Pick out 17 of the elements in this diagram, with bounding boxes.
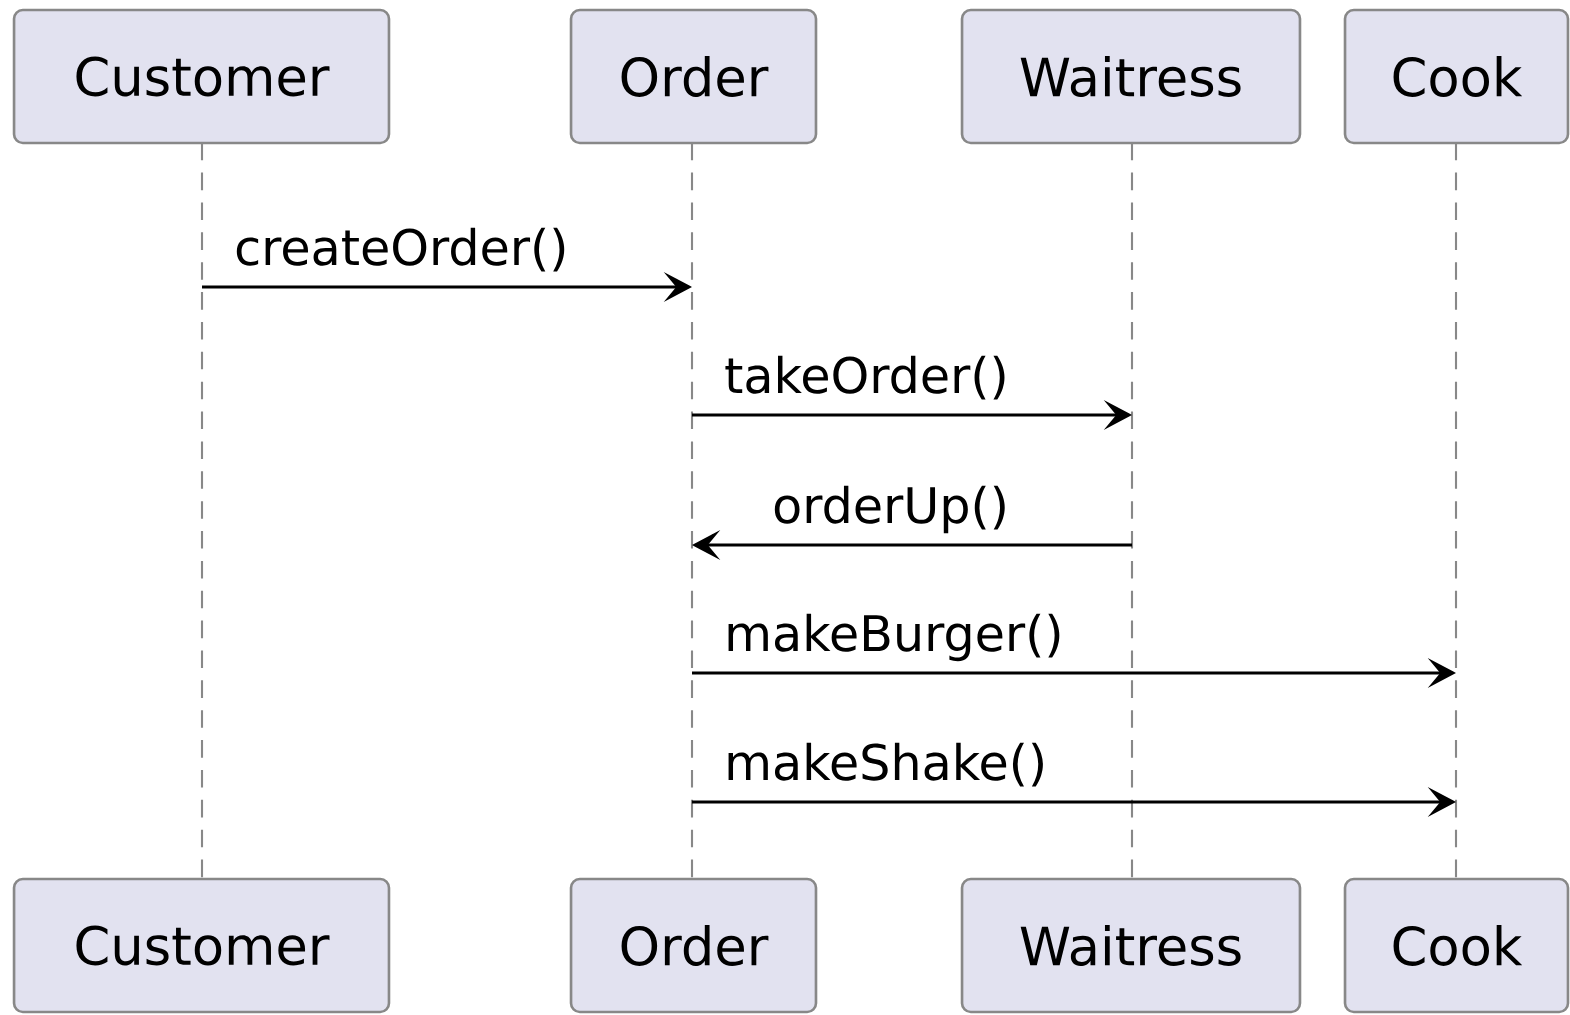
edge-label: takeOrder() <box>725 355 1005 400</box>
lifeline <box>1130 142 1134 880</box>
participant-box: Order <box>569 8 818 145</box>
participant-box: Customer <box>12 8 391 145</box>
participant-box: Cook <box>1343 8 1570 145</box>
participant-box: Customer <box>12 877 391 1014</box>
lifeline <box>200 142 204 880</box>
lifeline <box>1454 142 1458 880</box>
participant-box: Waitress <box>960 877 1302 1014</box>
edge-label: createOrder() <box>236 227 565 272</box>
edge-label: makeShake() <box>728 742 1043 787</box>
participant-box: Cook <box>1343 877 1570 1014</box>
participant-box: Order <box>569 877 818 1014</box>
lifeline <box>690 142 694 880</box>
edge-label: orderUp() <box>774 485 1005 534</box>
edge-label: makeBurger() <box>728 613 1060 662</box>
participant-box: Waitress <box>960 8 1302 145</box>
